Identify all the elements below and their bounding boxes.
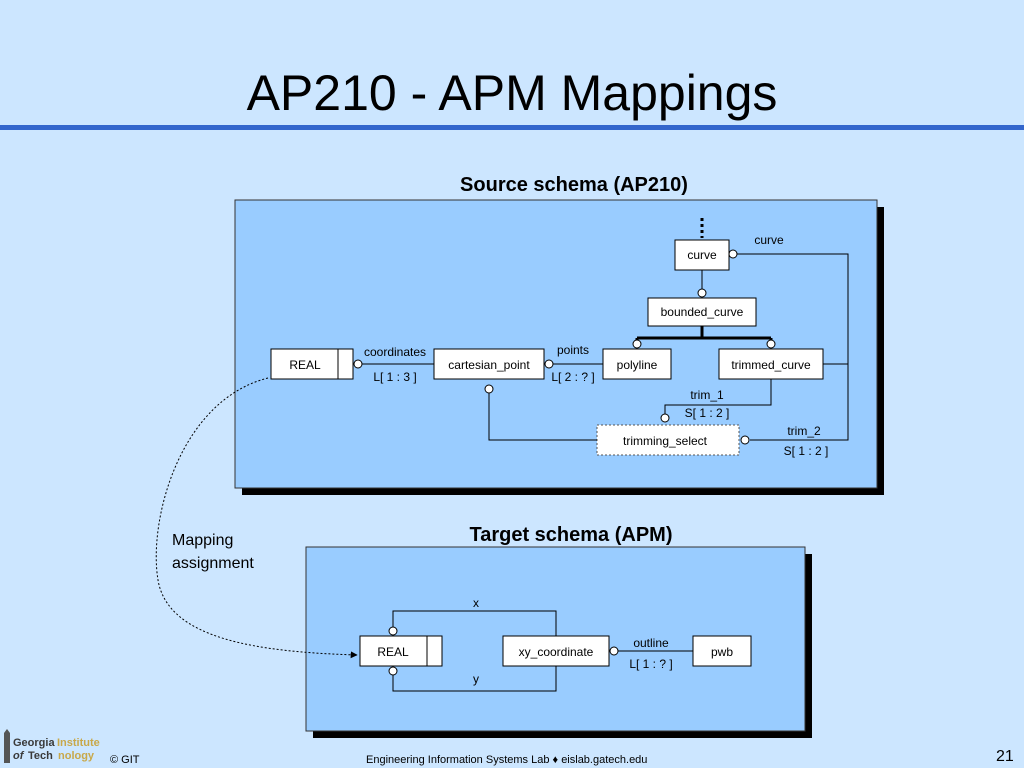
polyline-subtype-connector [632,339,642,349]
footer-separator: ♦ [552,754,559,766]
footer-lab: Engineering Information Systems Lab [366,754,550,766]
points-label: points [557,343,589,357]
mapping-arrow [155,377,358,659]
basis-curve-label: curve [754,233,784,247]
entity-xy-coordinate [502,635,610,667]
y-connector [388,666,398,676]
mapping-label-line1: Mapping [172,532,233,549]
source-heading: Source schema (AP210) [460,174,688,196]
x-connector [388,626,398,636]
footer-copyright: © GIT [110,754,140,766]
outline-connector [609,646,619,656]
entity-real-source [270,348,354,380]
entity-bounded-curve-label: bounded_curve [661,305,744,319]
trim1-line [664,379,772,414]
y-label: y [473,672,479,686]
gatech-logo: Georgia Institute of Tech nology [4,729,100,763]
y-line [392,666,557,692]
points-card: L[ 2 : ? ] [551,370,594,384]
entity-xy-coordinate-label: xy_coordinate [519,645,594,659]
mapping-label-line2: assignment [172,555,254,572]
footer-lab-line: Engineering Information Systems Lab ♦ ei… [366,754,647,766]
entity-curve-label: curve [687,248,717,262]
page-number: 21 [996,748,1014,765]
trim2-line [750,364,849,441]
entity-cartesian-point-label: cartesian_point [448,358,530,372]
logo-tower-icon [4,733,10,763]
entity-trimming-select [596,424,740,456]
trim2-connector [740,435,750,445]
entity-trimmed-curve-label: trimmed_curve [731,358,811,372]
logo-word-nology: nology [58,750,95,762]
basis-curve-line [729,253,849,365]
trim1-card: S[ 1 : 2 ] [685,406,730,420]
select-to-point-line [488,393,597,441]
points-connector [544,359,554,369]
select-point-connector [484,384,494,394]
logo-word-institute: Institute [57,737,100,749]
entity-cartesian-point [433,348,545,380]
target-heading: Target schema (APM) [469,524,672,546]
entity-polyline [602,348,672,380]
logo-word-tech: Tech [28,750,53,762]
basis-curve-connector [728,249,738,259]
title-rule [0,125,1024,130]
trimmed-subtype-connector [766,339,776,349]
outline-label: outline [633,636,669,650]
coordinates-card: L[ 1 : 3 ] [373,370,416,384]
x-label: x [473,596,479,610]
slide-title: AP210 - APM Mappings [246,65,778,121]
entity-curve [674,239,730,271]
logo-tower-top-icon [4,729,10,733]
trim1-label: trim_1 [690,388,724,402]
x-line [392,610,557,636]
entity-trimming-select-label: trimming_select [623,434,708,448]
coordinates-label: coordinates [364,345,426,359]
trim1-connector [660,413,670,423]
entity-real-target [359,635,443,667]
entity-pwb-label: pwb [711,645,733,659]
outline-card: L[ 1 : ? ] [629,657,672,671]
entity-real-source-label: REAL [289,358,321,372]
entity-real-target-label: REAL [377,645,409,659]
trim2-label: trim_2 [787,424,821,438]
logo-word-of: of [13,750,25,762]
entity-polyline-label: polyline [617,358,658,372]
coordinates-connector [353,359,363,369]
trim2-card: S[ 1 : 2 ] [784,444,829,458]
curve-bounded-connector [697,288,707,298]
footer-site[interactable]: eislab.gatech.edu [561,754,648,766]
logo-word-georgia: Georgia [13,737,55,749]
